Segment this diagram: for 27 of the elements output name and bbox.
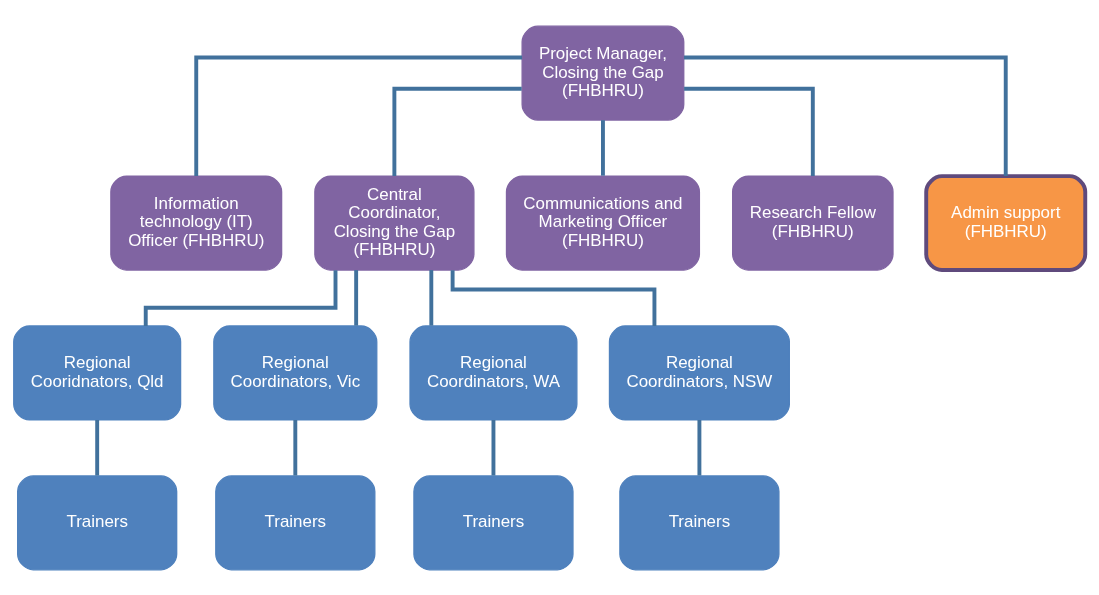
connector bbox=[491, 419, 496, 475]
node-box: Regional Coordinators, NSW bbox=[608, 324, 790, 421]
node-box: Regional Coordinators, Vic bbox=[213, 324, 378, 421]
connector bbox=[392, 86, 522, 176]
node-box: Information technology (IT) Officer (FHBHRU) bbox=[110, 174, 283, 271]
connector bbox=[429, 269, 434, 326]
node-box: Regional Cooridnators, Qld bbox=[13, 324, 182, 421]
connector bbox=[143, 269, 338, 326]
connector bbox=[601, 119, 605, 176]
node-box: Communications and Marketing Officer (FHBHRU) bbox=[505, 174, 701, 271]
connector bbox=[194, 55, 523, 176]
connector bbox=[95, 419, 100, 475]
node-box: Project Manager, Closing the Gap (FHBHRU) bbox=[521, 25, 685, 121]
node-box: Central Coordinator, Closing the Gap (FHBHRU) bbox=[314, 174, 475, 271]
node-box: Trainers bbox=[413, 474, 574, 570]
node-box: Trainers bbox=[17, 474, 178, 570]
connector bbox=[293, 419, 298, 475]
connector bbox=[697, 419, 702, 475]
connector bbox=[450, 269, 657, 326]
node-box: Research Fellow (FHBHRU) bbox=[732, 174, 894, 271]
node-box: Trainers bbox=[215, 474, 376, 570]
node-box: Trainers bbox=[619, 474, 780, 570]
connector bbox=[354, 269, 359, 326]
node-box: Regional Coordinators, WA bbox=[409, 324, 578, 421]
connector bbox=[684, 86, 815, 176]
node-box: Admin support (FHBHRU) bbox=[924, 173, 1088, 272]
connector bbox=[683, 55, 1008, 176]
